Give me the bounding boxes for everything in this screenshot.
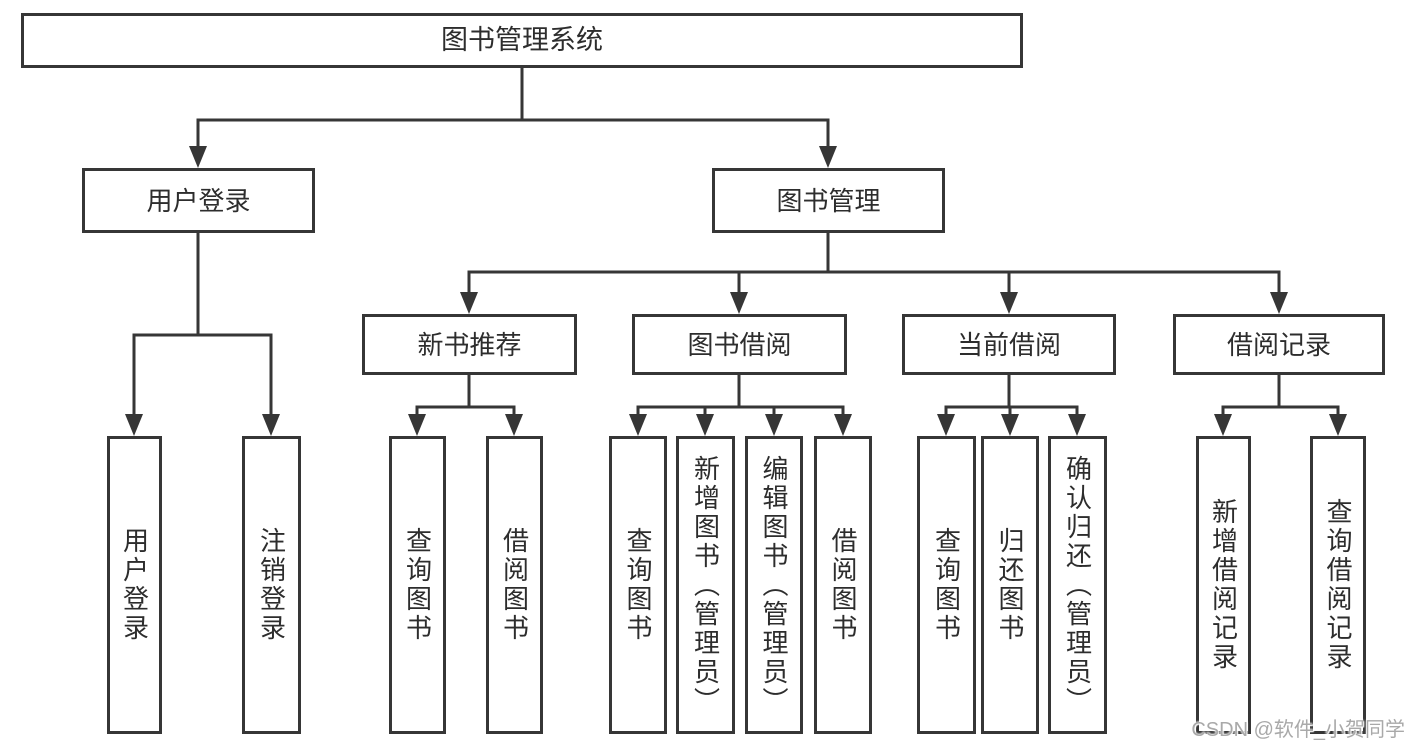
node-new-book-recommendation: 新书推荐: [362, 314, 577, 375]
node-label: 查询图书: [402, 527, 433, 643]
node-label: 用户登录: [119, 527, 150, 643]
node-label: 新增图书（管理员）: [690, 454, 721, 716]
node-book-borrowing: 图书借阅: [632, 314, 847, 375]
node-label: 编辑图书（管理员）: [759, 454, 789, 716]
node-label: 新书推荐: [417, 329, 522, 360]
node-label: 查询借阅记录: [1323, 498, 1353, 672]
leaf-add-borrow-record: 新增借阅记录: [1196, 436, 1251, 734]
node-library-management-system: 图书管理系统: [21, 13, 1023, 68]
leaf-return-books: 归还图书: [981, 436, 1039, 734]
node-user-login: 用户登录: [82, 168, 315, 233]
node-label: 新增借阅记录: [1208, 498, 1239, 672]
node-label: 图书管理系统: [441, 25, 603, 55]
leaf-borrow-books-recommend: 借阅图书: [486, 436, 543, 734]
leaf-borrow-books: 借阅图书: [814, 436, 872, 734]
csdn-watermark: CSDN @软件_小贺同学: [1191, 719, 1405, 741]
leaf-user-login: 用户登录: [107, 436, 162, 734]
leaf-edit-books-admin: 编辑图书（管理员）: [745, 436, 803, 734]
leaf-confirm-return-admin: 确认归还（管理员）: [1048, 436, 1107, 734]
leaf-add-books-admin: 新增图书（管理员）: [676, 436, 735, 734]
node-label: 借阅图书: [828, 527, 858, 643]
node-label: 注销登录: [256, 527, 287, 643]
leaf-query-books-recommend: 查询图书: [389, 436, 446, 734]
leaf-query-books-borrow: 查询图书: [609, 436, 667, 734]
leaf-logout: 注销登录: [242, 436, 301, 734]
node-label: 图书管理: [776, 185, 881, 216]
node-label: 用户登录: [146, 185, 251, 216]
node-label: 查询图书: [931, 527, 962, 643]
node-book-management: 图书管理: [712, 168, 945, 233]
node-label: 归还图书: [995, 527, 1025, 643]
node-label: 确认归还（管理员）: [1062, 454, 1093, 716]
node-label: 查询图书: [623, 527, 653, 643]
leaf-query-books-current: 查询图书: [917, 436, 976, 734]
node-label: 借阅记录: [1226, 329, 1331, 360]
node-current-borrowing: 当前借阅: [902, 314, 1116, 375]
node-borrowing-records: 借阅记录: [1173, 314, 1385, 375]
node-label: 当前借阅: [956, 329, 1061, 360]
node-label: 图书借阅: [687, 329, 792, 360]
node-label: 借阅图书: [499, 527, 530, 643]
leaf-query-borrow-record: 查询借阅记录: [1310, 436, 1366, 734]
